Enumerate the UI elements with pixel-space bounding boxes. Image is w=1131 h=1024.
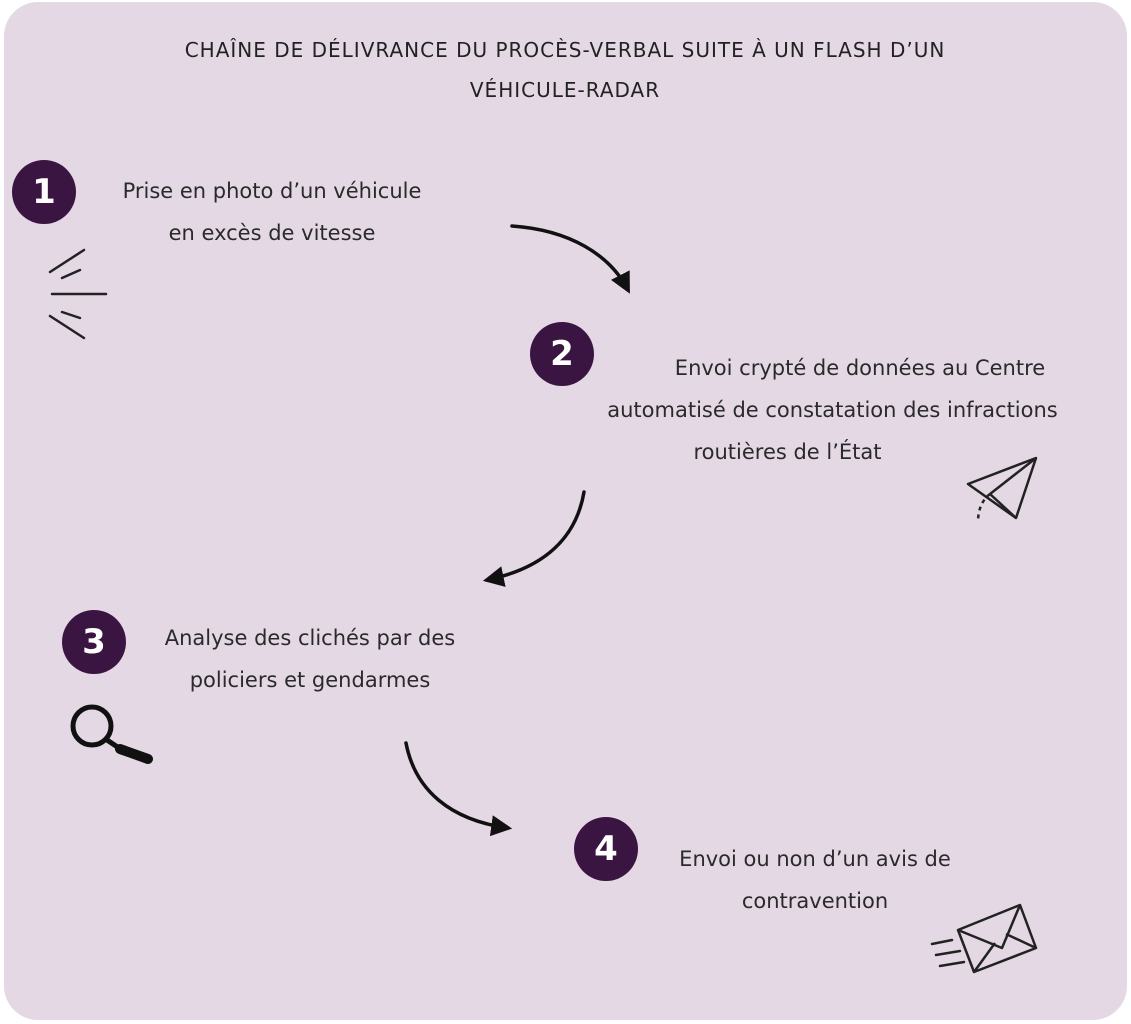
step-4-line-1: Envoi ou non d’un avis de <box>679 847 951 871</box>
arrow-step-1-to-2 <box>510 224 630 294</box>
step-4-text: Envoi ou non d’un avis de contravention <box>645 838 985 922</box>
step-1-badge: 1 <box>12 160 76 224</box>
diagram-title-line-1: CHAÎNE DE DÉLIVRANCE DU PROCÈS-VERBAL SU… <box>184 38 946 62</box>
diagram-title-line-2: VÉHICULE-RADAR <box>469 78 661 102</box>
step-1-text: Prise en photo d’un véhicule en excès de… <box>82 170 462 254</box>
step-2-line-1: Envoi crypté de données au Centre <box>674 356 1046 380</box>
envelope-icon <box>930 903 1038 974</box>
step-2-line-2: automatisé de constatation des infractio… <box>607 398 1058 422</box>
arrow-step-3-to-4 <box>404 741 513 837</box>
paper-plane-icon <box>966 456 1038 523</box>
arrow-step-2-to-3 <box>482 490 586 587</box>
step-3-text: Analyse des clichés par des policiers et… <box>135 617 485 701</box>
step-1-line-1: Prise en photo d’un véhicule <box>122 179 422 203</box>
step-1-line-2: en excès de vitesse <box>168 221 376 245</box>
flash-icon <box>48 248 108 340</box>
step-3-line-1: Analyse des clichés par des <box>164 626 456 650</box>
step-4-line-2: contravention <box>741 889 889 913</box>
step-2-text: Envoi crypté de données au Centre automa… <box>560 347 1105 473</box>
diagram-card <box>4 2 1127 1020</box>
step-3-badge: 3 <box>62 610 126 674</box>
step-4-badge: 4 <box>574 817 638 881</box>
step-3-line-2: policiers et gendarmes <box>189 668 431 692</box>
magnifier-icon <box>70 704 153 764</box>
step-2-badge: 2 <box>530 322 594 386</box>
step-2-line-3: routières de l’État <box>693 440 882 464</box>
